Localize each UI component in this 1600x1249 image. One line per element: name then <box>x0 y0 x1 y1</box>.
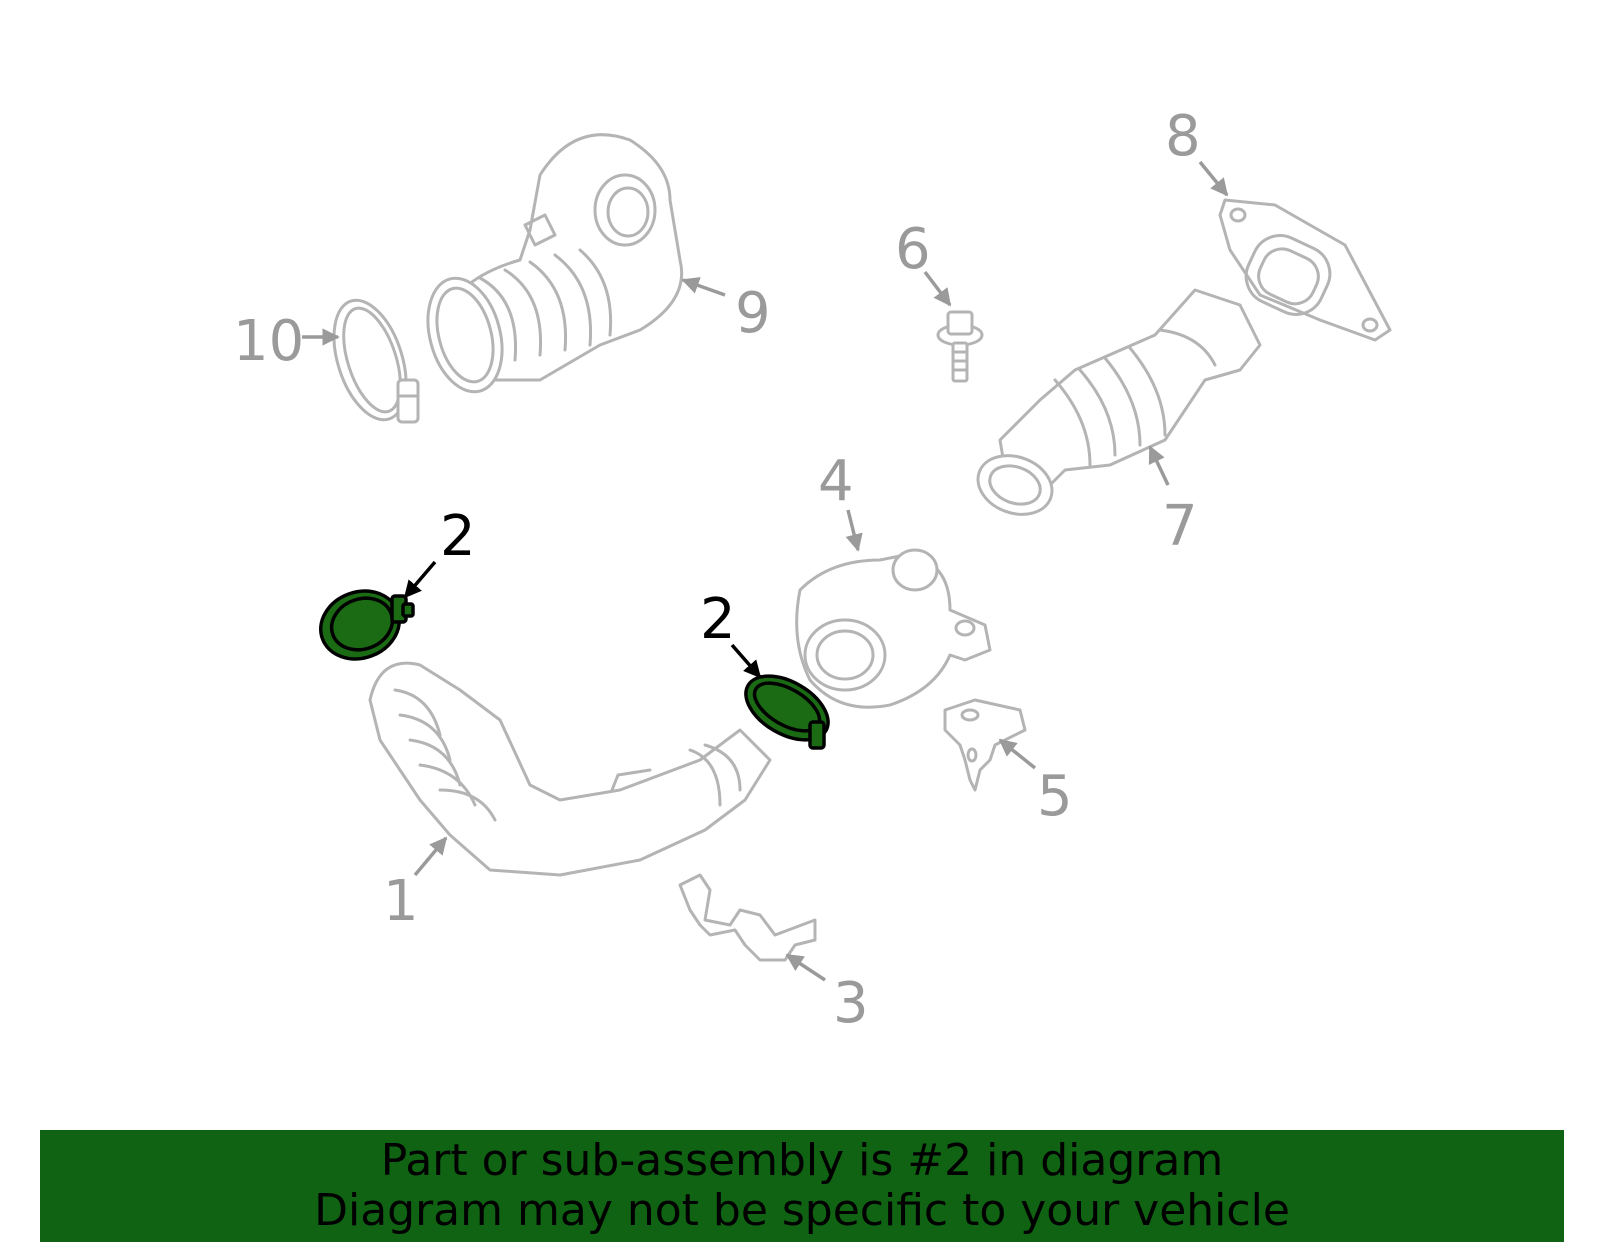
part-7-duct <box>976 288 1262 516</box>
leader-5 <box>998 738 1037 770</box>
part-1-intake-tube <box>368 661 772 877</box>
part-5-bracket <box>943 698 1027 792</box>
part-2-clamp-right <box>744 674 830 750</box>
leader-8 <box>1198 160 1229 197</box>
banner-line-2: Diagram may not be specific to your vehi… <box>314 1185 1290 1236</box>
leader-9 <box>681 277 726 297</box>
callout-6: 6 <box>895 217 931 282</box>
part-9-intake-boot <box>426 133 684 394</box>
part-4-valve-housing <box>795 548 992 709</box>
callout-10: 10 <box>233 309 304 374</box>
leader-2b <box>730 643 762 679</box>
callout-5: 5 <box>1037 764 1073 829</box>
part-2-clamp-left <box>319 589 415 661</box>
callout-9: 9 <box>735 281 771 346</box>
info-banner: Part or sub-assembly is #2 in diagram Di… <box>40 1130 1564 1242</box>
part-3-support <box>678 873 817 962</box>
callout-2-left: 2 <box>440 504 476 569</box>
leader-6 <box>923 270 952 307</box>
part-6-bolt <box>936 310 984 383</box>
callout-1: 1 <box>383 869 419 934</box>
leader-4 <box>845 509 863 552</box>
banner-line-1: Part or sub-assembly is #2 in diagram <box>380 1135 1224 1186</box>
leader-1 <box>413 836 448 877</box>
leader-2a <box>403 560 437 599</box>
part-8-gasket <box>1218 198 1392 342</box>
leader-3 <box>785 953 826 982</box>
callout-4: 4 <box>818 449 854 514</box>
callout-3: 3 <box>833 971 869 1036</box>
callout-7: 7 <box>1162 494 1198 559</box>
leader-7 <box>1148 445 1170 486</box>
callout-8: 8 <box>1165 104 1201 169</box>
callout-2-right: 2 <box>700 587 736 652</box>
part-10-hose-clamp <box>332 298 420 424</box>
